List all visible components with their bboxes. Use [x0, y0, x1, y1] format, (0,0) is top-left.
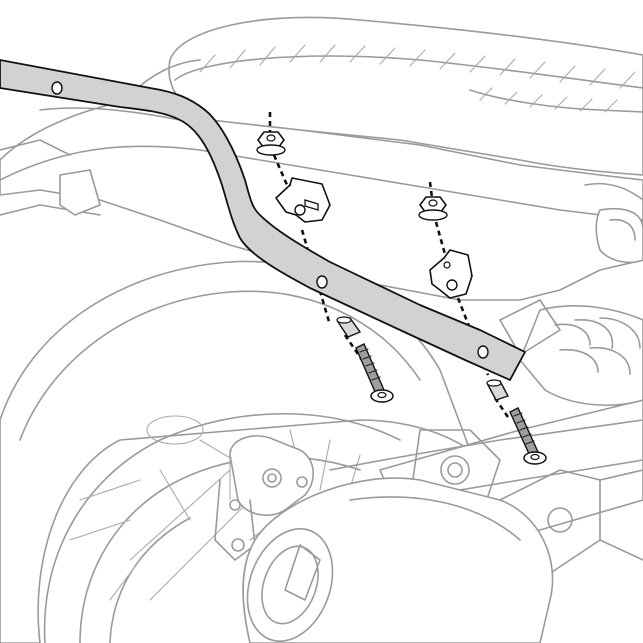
nut-left [256, 131, 286, 156]
rack-hole-front [51, 81, 63, 95]
guide-line-right-bolt [493, 397, 512, 421]
guide-line-right-upper [428, 181, 434, 199]
brake-caliper [214, 435, 314, 561]
rack-arm-bar [0, 59, 526, 381]
bracket-left [275, 177, 331, 223]
exhaust [242, 477, 554, 643]
rack-hole-right [477, 345, 489, 359]
guide-line-right-lower [456, 297, 490, 376]
spacer-right [486, 379, 510, 401]
bracket-right [429, 249, 473, 299]
rack-arm [0, 59, 526, 381]
bolt-left [355, 343, 394, 403]
rack-hole-left [316, 275, 328, 289]
nut-right [418, 196, 448, 221]
bolt-right [509, 407, 547, 465]
spacer-left [336, 316, 362, 338]
